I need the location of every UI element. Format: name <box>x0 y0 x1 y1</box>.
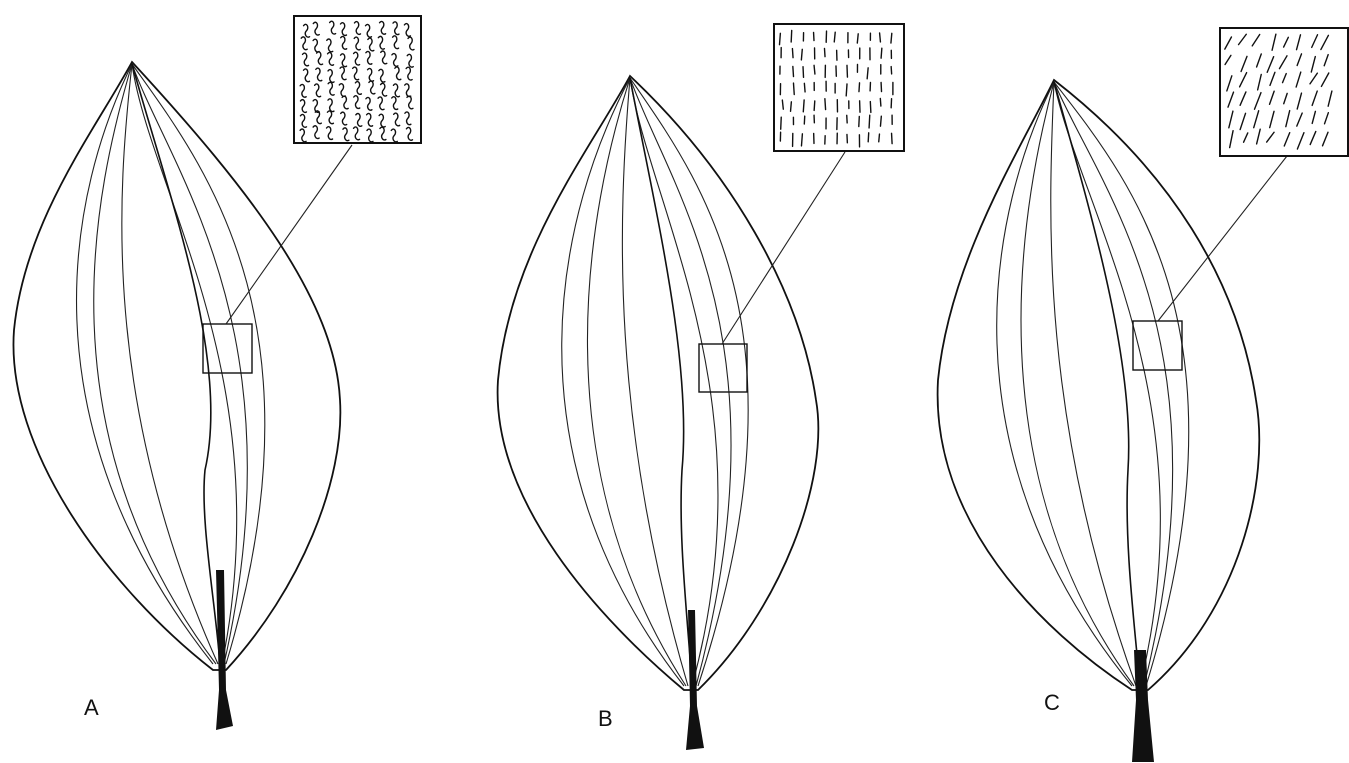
panel-c-label: C <box>1044 690 1060 716</box>
leaf-a-outline <box>13 62 340 670</box>
leaf-b-drawing <box>470 0 910 763</box>
panel-a-label: A <box>84 695 99 721</box>
leaf-c-drawing <box>920 0 1349 763</box>
panel-a: A <box>0 0 440 763</box>
leaf-b-outline <box>498 76 819 690</box>
panel-b-label: B <box>598 706 613 732</box>
leaf-a-drawing <box>0 0 440 763</box>
panel-c: C <box>920 0 1349 763</box>
panel-b: B <box>470 0 910 763</box>
